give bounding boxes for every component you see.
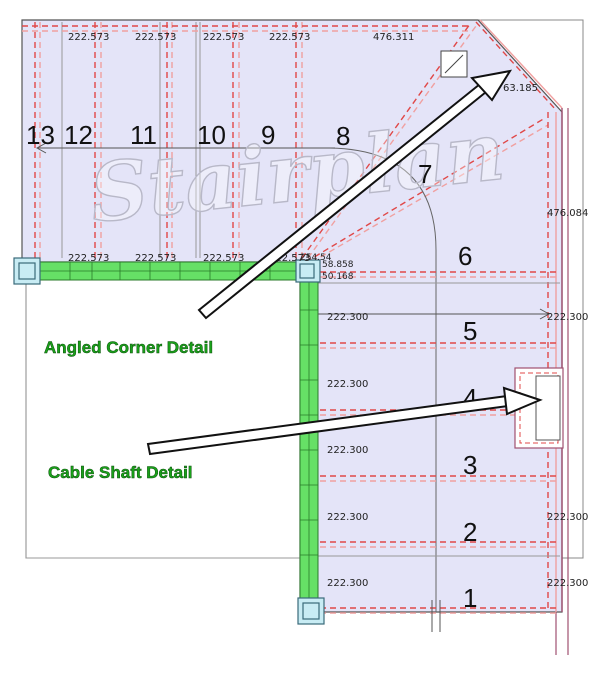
dim-top-4: 222.573 xyxy=(269,32,310,43)
dim-bottom-1: 222.573 xyxy=(68,253,109,264)
dim-corner-3: 50.168 xyxy=(322,272,354,282)
callout-cable-shaft: Cable Shaft Detail xyxy=(48,463,193,482)
step-1: 1 xyxy=(463,583,477,613)
step-7: 7 xyxy=(418,159,432,189)
corner-arrow-head xyxy=(470,69,513,102)
dim-bottom-2: 222.573 xyxy=(135,253,176,264)
dim-left-3: 222.300 xyxy=(327,445,368,456)
dim-corner-1: 254.54 xyxy=(300,253,332,263)
cable-shaft xyxy=(514,367,564,449)
post-bottom xyxy=(297,597,325,625)
dim-top-1: 222.573 xyxy=(68,32,109,43)
step-13: 13 xyxy=(26,120,55,150)
dim-left-2: 222.300 xyxy=(327,379,368,390)
dim-bottom-3: 222.573 xyxy=(203,253,244,264)
dim-right-3: 222.300 xyxy=(547,578,588,589)
step-numbers: 13 12 11 10 9 8 7 6 5 4 3 2 1 xyxy=(26,120,477,613)
step-5: 5 xyxy=(463,316,477,346)
step-12: 12 xyxy=(64,120,93,150)
dim-corner-2: 58.858 xyxy=(322,260,354,270)
dim-right-2: 222.300 xyxy=(547,512,588,523)
shaft-arrow-head xyxy=(502,386,543,416)
step-3: 3 xyxy=(463,450,477,480)
dim-right-side: 476.084 xyxy=(547,208,588,219)
dim-left-5: 222.300 xyxy=(327,578,368,589)
dim-top-2: 222.573 xyxy=(135,32,176,43)
dim-top-3: 222.573 xyxy=(203,32,244,43)
corner-square-icon xyxy=(440,50,468,78)
callout-angled-corner: Angled Corner Detail xyxy=(44,338,213,357)
dim-left-1: 222.300 xyxy=(327,312,368,323)
dim-right-1: 222.300 xyxy=(547,312,588,323)
right-stringer xyxy=(547,108,569,655)
dim-angled: 63.185 xyxy=(503,83,538,94)
post-left xyxy=(13,257,41,285)
step-8: 8 xyxy=(336,121,350,151)
step-11: 11 xyxy=(130,120,157,150)
dimension-labels: 222.573 222.573 222.573 222.573 476.311 … xyxy=(68,32,588,589)
newel-posts xyxy=(13,257,325,625)
step-10: 10 xyxy=(197,120,226,150)
step-2: 2 xyxy=(463,517,477,547)
walkline xyxy=(35,142,551,632)
step-9: 9 xyxy=(261,120,275,150)
upper-risers xyxy=(22,22,470,258)
dim-bottom-4: 222.573 xyxy=(269,253,310,264)
step-6: 6 xyxy=(458,241,472,271)
callout-arrows xyxy=(146,69,543,456)
dim-left-4: 222.300 xyxy=(327,512,368,523)
dim-top-5: 476.311 xyxy=(373,32,414,43)
